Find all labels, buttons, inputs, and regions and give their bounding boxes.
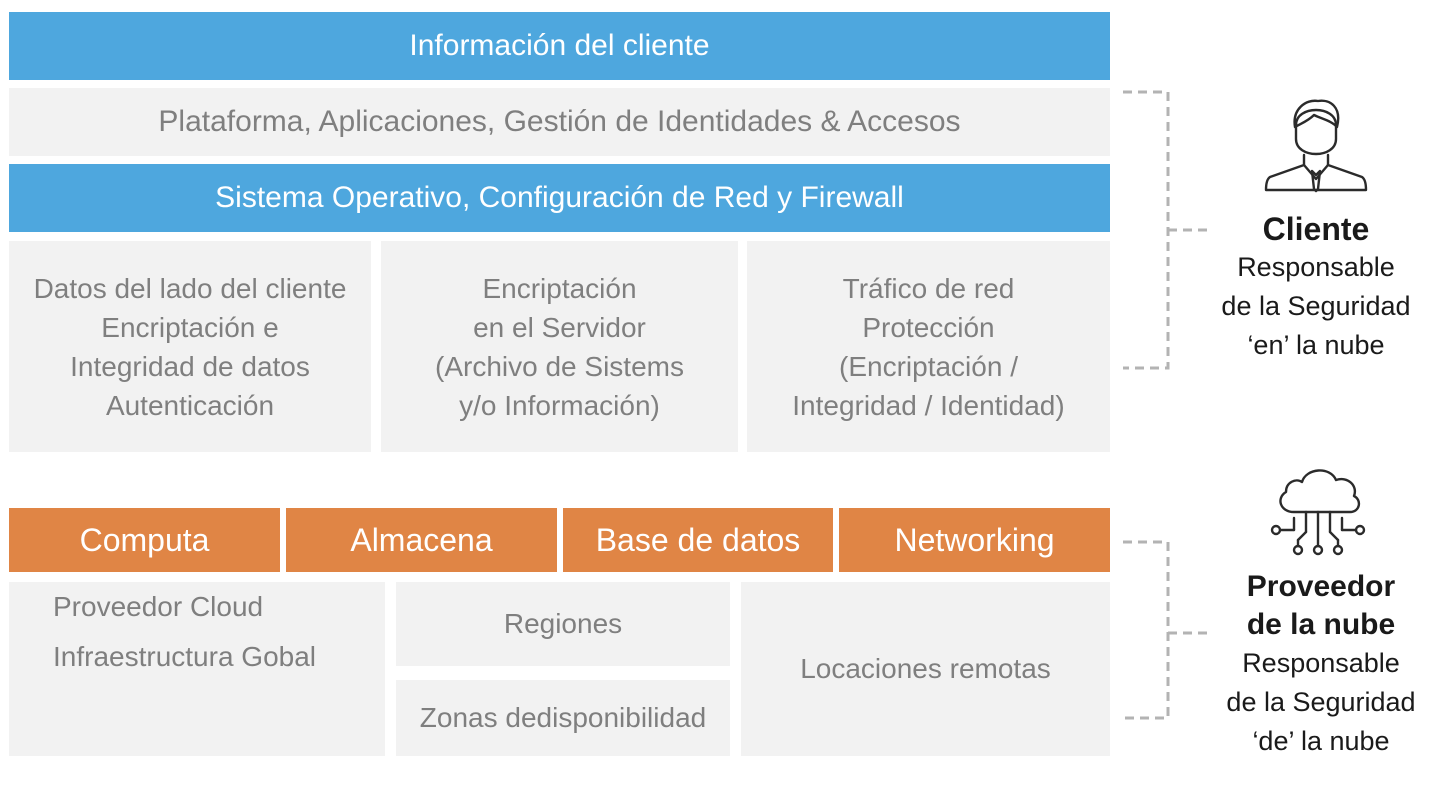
network-traffic-line: Protección [862, 311, 995, 343]
storage-service: Almacena [286, 508, 557, 572]
regions-box: Regiones [396, 582, 730, 666]
compute-service: Computa [9, 508, 280, 572]
network-traffic-line: Tráfico de red [842, 272, 1015, 304]
availability-zones-label: Zonas dedisponibilidad [419, 702, 707, 733]
cloud-network-icon [1270, 469, 1366, 556]
customer-information-layer: Información del cliente [9, 12, 1110, 80]
regions-label: Regiones [503, 608, 623, 639]
network-traffic-line: (Encriptación / [839, 350, 1018, 382]
client-side-line: Encriptación e [101, 311, 279, 343]
customer-information-label: Información del cliente [409, 29, 710, 62]
client-side-line: Datos del lado del cliente [33, 272, 347, 304]
client-responsibility: Cliente Responsable de la Seguridad ‘en’… [1205, 210, 1427, 365]
provider-line: de la Seguridad [1226, 687, 1416, 717]
edge-locations-box: Locaciones remotas [741, 582, 1110, 756]
os-network-layer: Sistema Operativo, Configuración de Red … [9, 164, 1110, 232]
network-traffic-protection-box: Tráfico de red Protección (Encriptación … [747, 241, 1110, 452]
platform-layer: Plataforma, Aplicaciones, Gestión de Ide… [9, 88, 1110, 156]
provider-title: Proveedor [1246, 570, 1396, 603]
client-side-line: Integridad de datos [70, 350, 310, 382]
networking-service: Networking [839, 508, 1110, 572]
provider-line: Responsable [1242, 648, 1400, 678]
storage-label: Almacena [350, 521, 493, 558]
provider-title: de la nube [1246, 608, 1396, 641]
client-bracket [1123, 90, 1170, 370]
client-line: Responsable [1237, 252, 1395, 282]
networking-label: Networking [894, 521, 1055, 558]
client-line: de la Seguridad [1221, 291, 1411, 321]
client-side-encryption-box: Datos del lado del cliente Encriptación … [9, 241, 371, 452]
infra-line: Proveedor Cloud [53, 591, 264, 622]
client-side-line: Autenticación [105, 389, 275, 421]
provider-bracket [1123, 540, 1170, 720]
provider-responsibility: Proveedor de la nube Responsable de la S… [1205, 568, 1437, 761]
platform-label: Plataforma, Aplicaciones, Gestión de Ide… [158, 105, 961, 138]
global-infrastructure-box: Proveedor Cloud Infraestructura Gobal [9, 582, 385, 756]
edge-locations-label: Locaciones remotas [800, 653, 1051, 684]
server-side-line: (Archivo de Sistems [435, 350, 684, 382]
client-title: Cliente [1262, 211, 1370, 247]
os-network-label: Sistema Operativo, Configuración de Red … [215, 181, 904, 214]
client-line: ‘en’ la nube [1247, 330, 1385, 360]
person-icon [1264, 99, 1368, 193]
database-service: Base de datos [563, 508, 833, 572]
database-label: Base de datos [595, 521, 801, 558]
infra-line: Infraestructura Gobal [53, 641, 317, 672]
provider-line: ‘de’ la nube [1252, 726, 1390, 756]
server-side-line: y/o Información) [459, 389, 660, 421]
availability-zones-box: Zonas dedisponibilidad [396, 680, 730, 756]
network-traffic-line: Integridad / Identidad) [792, 389, 1065, 421]
server-side-line: en el Servidor [473, 311, 646, 343]
server-side-encryption-box: Encriptación en el Servidor (Archivo de … [381, 241, 738, 452]
server-side-line: Encriptación [482, 272, 637, 304]
compute-label: Computa [79, 521, 210, 558]
